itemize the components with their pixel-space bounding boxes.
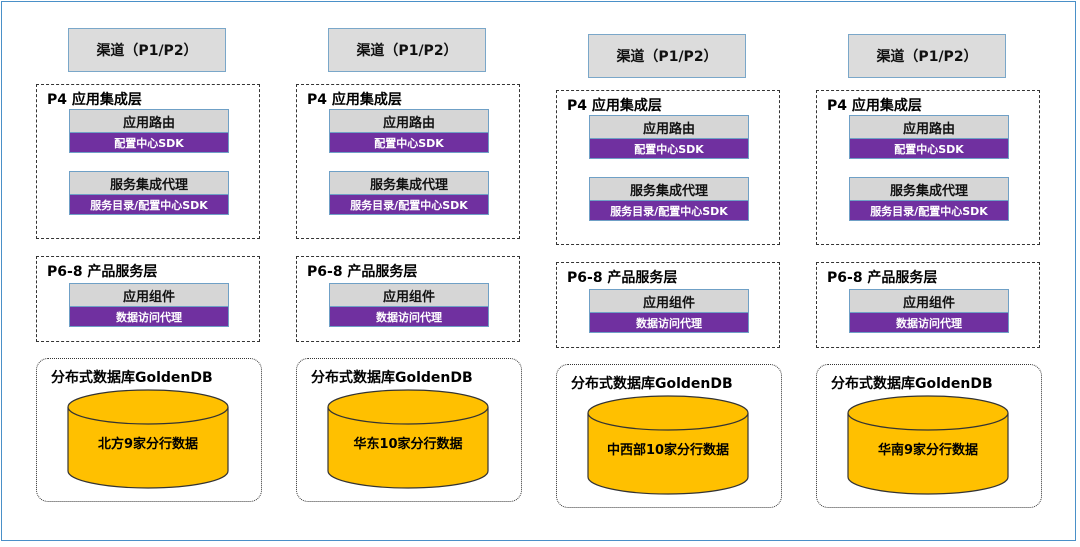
service-proxy-module: 服务集成代理 服务目录/配置中心SDK xyxy=(69,171,229,215)
column-east: 渠道（P1/P2） P4 应用集成层 应用路由 配置中心SDK 服务集成代理 服… xyxy=(296,2,526,547)
module-tech: 服务目录/配置中心SDK xyxy=(849,201,1009,221)
module-name: 应用组件 xyxy=(589,289,749,313)
channel-label: 渠道（P1/P2） xyxy=(356,43,458,59)
app-component-module: 应用组件 数据访问代理 xyxy=(589,289,749,333)
database-box: 分布式数据库GoldenDB 华东10家分行数据 xyxy=(296,358,522,502)
integration-layer: P4 应用集成层 应用路由 配置中心SDK 服务集成代理 服务目录/配置中心SD… xyxy=(556,90,780,245)
service-layer: P6-8 产品服务层 应用组件 数据访问代理 xyxy=(36,256,260,342)
module-tech: 配置中心SDK xyxy=(329,133,489,153)
module-tech: 数据访问代理 xyxy=(589,313,749,333)
module-tech: 数据访问代理 xyxy=(329,307,489,327)
module-name: 应用组件 xyxy=(849,289,1009,313)
database-box: 分布式数据库GoldenDB 华南9家分行数据 xyxy=(816,364,1042,508)
module-name: 服务集成代理 xyxy=(589,177,749,201)
module-tech: 配置中心SDK xyxy=(589,139,749,159)
database-cylinder-icon: 北方9家分行数据 xyxy=(67,389,229,489)
database-cylinder-icon: 华东10家分行数据 xyxy=(327,389,489,489)
module-tech: 服务目录/配置中心SDK xyxy=(329,195,489,215)
module-name: 服务集成代理 xyxy=(329,171,489,195)
integration-layer-title: P4 应用集成层 xyxy=(567,98,662,114)
database-label: 中西部10家分行数据 xyxy=(606,443,730,458)
channel-box: 渠道（P1/P2） xyxy=(848,34,1006,78)
app-component-module: 应用组件 数据访问代理 xyxy=(849,289,1009,333)
module-tech: 数据访问代理 xyxy=(849,313,1009,333)
channel-label: 渠道（P1/P2） xyxy=(96,43,198,59)
module-name: 应用组件 xyxy=(69,283,229,307)
app-component-module: 应用组件 数据访问代理 xyxy=(69,283,229,327)
database-cylinder-icon: 中西部10家分行数据 xyxy=(587,395,749,495)
module-name: 应用路由 xyxy=(849,115,1009,139)
column-south: 渠道（P1/P2） P4 应用集成层 应用路由 配置中心SDK 服务集成代理 服… xyxy=(816,2,1046,547)
service-proxy-module: 服务集成代理 服务目录/配置中心SDK xyxy=(329,171,489,215)
service-proxy-module: 服务集成代理 服务目录/配置中心SDK xyxy=(589,177,749,221)
module-tech: 配置中心SDK xyxy=(69,133,229,153)
database-box: 分布式数据库GoldenDB 北方9家分行数据 xyxy=(36,358,262,502)
service-layer-title: P6-8 产品服务层 xyxy=(47,264,158,280)
module-name: 应用组件 xyxy=(329,283,489,307)
service-layer-title: P6-8 产品服务层 xyxy=(307,264,418,280)
service-layer-title: P6-8 产品服务层 xyxy=(567,270,678,286)
app-routing-module: 应用路由 配置中心SDK xyxy=(589,115,749,159)
app-routing-module: 应用路由 配置中心SDK xyxy=(69,109,229,153)
database-title: 分布式数据库GoldenDB xyxy=(831,376,993,392)
database-box: 分布式数据库GoldenDB 中西部10家分行数据 xyxy=(556,364,782,508)
module-tech: 服务目录/配置中心SDK xyxy=(69,195,229,215)
database-cylinder-icon: 华南9家分行数据 xyxy=(847,395,1009,495)
database-title: 分布式数据库GoldenDB xyxy=(51,370,213,386)
app-routing-module: 应用路由 配置中心SDK xyxy=(849,115,1009,159)
module-tech: 数据访问代理 xyxy=(69,307,229,327)
module-name: 服务集成代理 xyxy=(849,177,1009,201)
service-layer: P6-8 产品服务层 应用组件 数据访问代理 xyxy=(296,256,520,342)
integration-layer-title: P4 应用集成层 xyxy=(827,98,922,114)
channel-box: 渠道（P1/P2） xyxy=(328,28,486,72)
channel-box: 渠道（P1/P2） xyxy=(68,28,226,72)
service-layer: P6-8 产品服务层 应用组件 数据访问代理 xyxy=(556,262,780,348)
module-name: 应用路由 xyxy=(329,109,489,133)
module-name: 应用路由 xyxy=(589,115,749,139)
app-routing-module: 应用路由 配置中心SDK xyxy=(329,109,489,153)
app-component-module: 应用组件 数据访问代理 xyxy=(329,283,489,327)
database-label: 华南9家分行数据 xyxy=(877,443,979,458)
service-layer: P6-8 产品服务层 应用组件 数据访问代理 xyxy=(816,262,1040,348)
service-layer-title: P6-8 产品服务层 xyxy=(827,270,938,286)
column-north: 渠道（P1/P2） P4 应用集成层 应用路由 配置中心SDK 服务集成代理 服… xyxy=(36,2,266,547)
database-title: 分布式数据库GoldenDB xyxy=(311,370,473,386)
database-title: 分布式数据库GoldenDB xyxy=(571,376,733,392)
channel-label: 渠道（P1/P2） xyxy=(616,49,718,65)
database-label: 华东10家分行数据 xyxy=(353,437,463,452)
integration-layer: P4 应用集成层 应用路由 配置中心SDK 服务集成代理 服务目录/配置中心SD… xyxy=(816,90,1040,245)
module-name: 服务集成代理 xyxy=(69,171,229,195)
module-name: 应用路由 xyxy=(69,109,229,133)
integration-layer: P4 应用集成层 应用路由 配置中心SDK 服务集成代理 服务目录/配置中心SD… xyxy=(296,84,520,239)
integration-layer-title: P4 应用集成层 xyxy=(307,92,402,108)
channel-label: 渠道（P1/P2） xyxy=(876,49,978,65)
integration-layer-title: P4 应用集成层 xyxy=(47,92,142,108)
module-tech: 服务目录/配置中心SDK xyxy=(589,201,749,221)
database-label: 北方9家分行数据 xyxy=(97,437,199,452)
integration-layer: P4 应用集成层 应用路由 配置中心SDK 服务集成代理 服务目录/配置中心SD… xyxy=(36,84,260,239)
module-tech: 配置中心SDK xyxy=(849,139,1009,159)
column-central-west: 渠道（P1/P2） P4 应用集成层 应用路由 配置中心SDK 服务集成代理 服… xyxy=(556,2,786,547)
service-proxy-module: 服务集成代理 服务目录/配置中心SDK xyxy=(849,177,1009,221)
channel-box: 渠道（P1/P2） xyxy=(588,34,746,78)
